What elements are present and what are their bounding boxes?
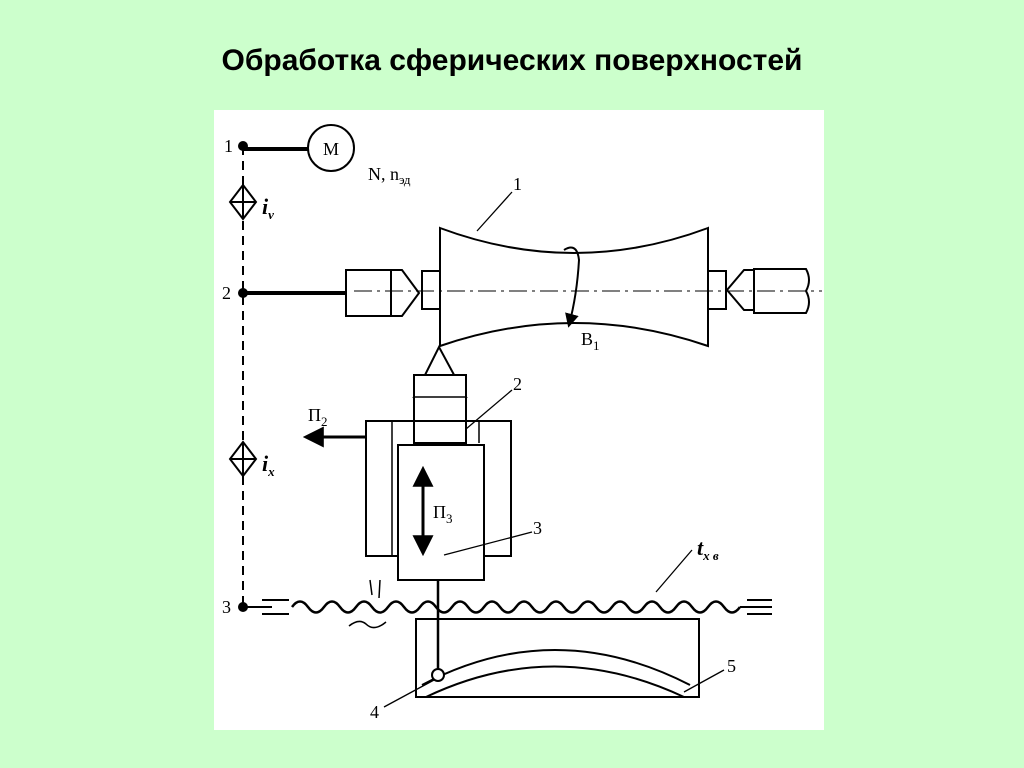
right-collar [707,270,727,310]
screw-bearing-left [243,599,289,615]
gear-iv-label: iv [262,194,274,222]
node-1-label: 1 [224,136,233,156]
workpiece [439,226,709,348]
live-center [391,269,421,317]
part-1-label: 1 [513,174,522,194]
motor-params: N, nэд [368,164,411,187]
node-2-label: 2 [222,283,231,303]
feed-p2-label: П2 [308,405,328,429]
template-groove-bottom [425,665,685,698]
diagram-panel: 1 M N, nэд iv 2 1 B1 2 П2 ix [214,110,824,730]
feed-p3-label: П3 [433,502,453,526]
vertical-slide [397,444,485,581]
part-5-label: 5 [727,656,736,676]
kinematic-diagram: 1 M N, nэд iv 2 1 B1 2 П2 ix [222,124,822,722]
tool-shank [413,374,467,444]
slide-nut [369,579,381,599]
motor-label: M [323,139,339,159]
headstock-body [345,269,392,317]
screw-leader [655,549,693,593]
gear-ix-icon [228,440,258,478]
left-collar [421,270,441,310]
tail-center [725,269,754,311]
part-1-leader [476,191,513,232]
rotation-b1-arrow [563,246,581,328]
template-groove-top [421,649,691,686]
rotation-b1-label: B1 [581,329,600,353]
screw-label: tx в [697,535,719,563]
part-4-leader [383,679,435,708]
part-2-label: 2 [513,374,522,394]
follower-roller [431,668,445,682]
gear-iv-icon [228,183,258,221]
node-3-label: 3 [222,597,231,617]
part-5-leader [683,669,725,693]
part-3-leader [443,531,533,556]
slide-title: Обработка сферических поверхностей [221,44,803,77]
break-mark [348,620,387,629]
part-4-label: 4 [370,702,379,722]
part-2-leader [465,389,513,430]
motor-icon [307,124,355,172]
lead-screw [290,600,742,614]
gear-ix-label: ix [262,451,275,479]
screw-bearing-right [740,599,772,615]
part-3-label: 3 [533,518,542,538]
